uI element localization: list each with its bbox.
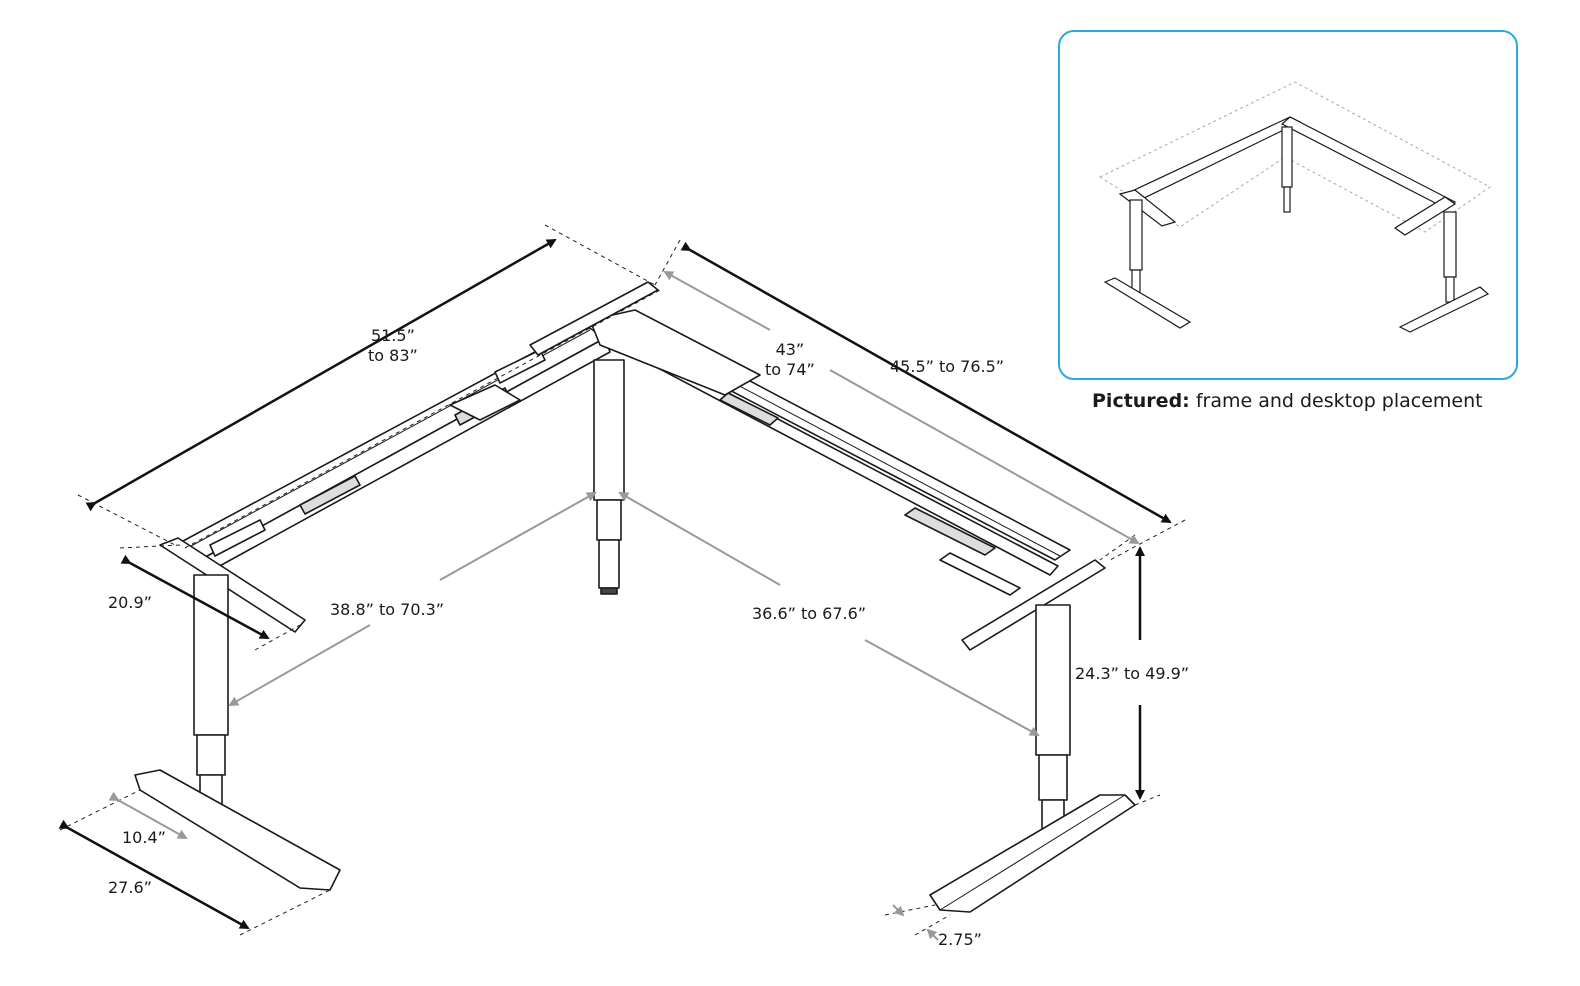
inner-wing-arrow-b xyxy=(829,369,1140,544)
foot-length-arrow xyxy=(58,819,250,930)
foot-edge-label: 2.75” xyxy=(938,930,982,949)
center-leg xyxy=(593,359,625,595)
left-wing-length-label: 51.5” to 83” xyxy=(368,326,418,366)
right-span-label: 36.6” to 67.6” xyxy=(752,604,867,623)
left-depth-arrow xyxy=(120,554,270,640)
right-span-arrow-a xyxy=(618,492,781,586)
inner-wing-length-line1: 43” xyxy=(775,340,805,359)
foot-offset-arrow xyxy=(108,791,188,839)
dimension-lines xyxy=(58,224,1186,941)
right-wing-length-arrow xyxy=(680,241,1172,524)
right-span-arrow-b xyxy=(864,639,1040,736)
inner-wing-arrow-a xyxy=(663,271,771,331)
foot-offset-label: 10.4” xyxy=(122,828,166,847)
right-wing-length-label: 45.5” to 76.5” xyxy=(890,357,1005,376)
inset-panel xyxy=(1058,30,1518,380)
left-span-arrow-a xyxy=(439,492,597,581)
left-depth-label: 20.9” xyxy=(108,593,152,612)
caption-text: frame and desktop placement xyxy=(1195,390,1483,412)
inset-caption: Pictured: frame and desktop placement xyxy=(1092,390,1483,412)
caption-bold: Pictured: xyxy=(1092,390,1190,412)
foot-edge-arrow-a xyxy=(892,904,905,917)
inset-frame xyxy=(1103,116,1490,333)
right-leg xyxy=(929,604,1136,913)
left-wing-length-line1: 51.5” xyxy=(370,326,415,345)
right-foot xyxy=(929,794,1136,913)
inner-wing-length-line2: to 74” xyxy=(765,360,815,379)
foot-edge-arrow-b xyxy=(926,928,939,941)
left-span-label: 38.8” to 70.3” xyxy=(330,600,445,619)
inner-wing-length-label: 43” to 74” xyxy=(765,340,815,380)
height-range-label: 24.3” to 49.9” xyxy=(1075,664,1190,683)
inset-desk-illustration xyxy=(1098,81,1491,333)
desktop-outline xyxy=(1098,81,1491,233)
foot-length-label: 27.6” xyxy=(108,878,152,897)
right-end-bar xyxy=(961,559,1106,651)
left-span-arrow-b xyxy=(228,624,371,706)
left-wing-length-line2: to 83” xyxy=(368,346,418,365)
left-wing-length-arrow xyxy=(85,238,557,512)
